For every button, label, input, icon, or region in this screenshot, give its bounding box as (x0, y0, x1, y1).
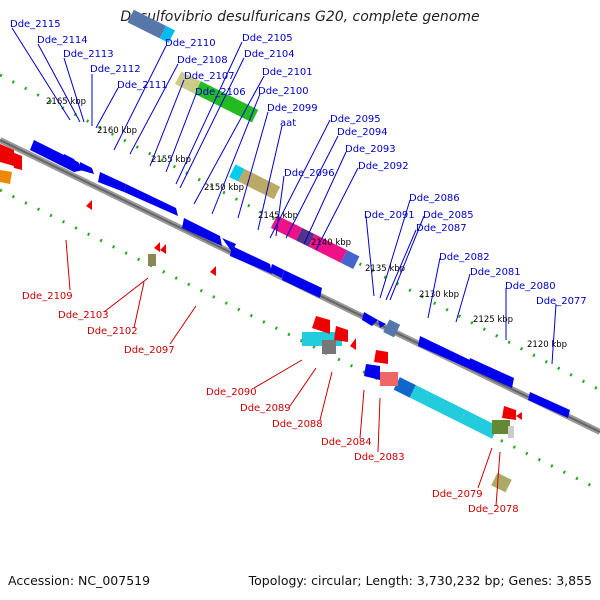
feature-block (491, 472, 512, 493)
feature-block (409, 385, 467, 423)
gene-label: Dde_2092 (358, 161, 409, 172)
scale-labels: 2165 kbp 2160 kbp 2155 kbp 2150 kbp 2145… (46, 97, 567, 350)
scale-label: 2145 kbp (258, 211, 298, 221)
scale-label: 2135 kbp (365, 264, 405, 274)
gene-label: Dde_2110 (165, 38, 216, 49)
reverse-arrow (364, 364, 380, 380)
top-gene-labels: Dde_2115 Dde_2114 Dde_2113 Dde_2112 Dde_… (10, 19, 587, 307)
gene-label: Dde_2078 (468, 504, 519, 515)
gene-label: Dde_2082 (439, 252, 490, 263)
scale-label: 2160 kbp (97, 126, 137, 136)
reverse-arrow (312, 316, 330, 334)
gene-label: Dde_2091 (364, 210, 415, 221)
gene-label: Dde_2099 (267, 103, 318, 114)
feature-block (295, 227, 315, 247)
gene-label: Dde_2083 (354, 452, 405, 463)
gene-label: Dde_2114 (37, 35, 88, 46)
gene-label: Dde_2088 (272, 419, 323, 430)
gene-label: Dde_2101 (262, 67, 313, 78)
feature-block (380, 372, 398, 386)
gene-label: Dde_2090 (206, 387, 257, 398)
feature-block (159, 25, 175, 43)
feature-block (174, 71, 201, 94)
gene-label: Dde_2115 (10, 19, 61, 30)
reverse-arrow (516, 412, 522, 420)
reverse-arrow (86, 200, 92, 210)
gene-label: Dde_2108 (177, 55, 228, 66)
scale-label: 2120 kbp (527, 340, 567, 350)
gene-label: Dde_2094 (337, 127, 388, 138)
feature-block (148, 254, 156, 266)
gene-label: Dde_2087 (416, 223, 467, 234)
gene-label: Dde_2095 (330, 114, 381, 125)
gene-label: Dde_2100 (258, 86, 309, 97)
feature-block (459, 410, 499, 439)
feature-block (340, 250, 360, 269)
feature-block (492, 420, 510, 434)
feature-block (229, 164, 245, 182)
feature-block (308, 234, 347, 263)
gene-label: Dde_2097 (124, 345, 175, 356)
gene-label: Dde_2081 (470, 267, 521, 278)
gene-label: Dde_2077 (536, 296, 587, 307)
gene-label: Dde_2084 (321, 437, 372, 448)
gene-label: Dde_2089 (240, 403, 291, 414)
scale-label: 2130 kbp (419, 290, 459, 300)
gene-label: Dde_2085 (423, 210, 474, 221)
gene-label: Dde_2086 (409, 193, 460, 204)
feature-block (322, 340, 336, 354)
accession-text: Accession: NC_007519 (8, 573, 151, 588)
feature-block (238, 168, 281, 200)
gene-label: Dde_2105 (242, 33, 293, 44)
gene-label: Dde_2096 (284, 168, 335, 179)
reverse-features (0, 144, 522, 438)
gene-label: aat (280, 118, 296, 129)
scale-label: 2125 kbp (473, 315, 513, 325)
forward-arrows (30, 140, 570, 418)
map-title: Desulfovibrio desulfuricans G20, complet… (120, 9, 480, 25)
bottom-leader-lines (65, 239, 501, 507)
gene-label: Dde_2112 (90, 64, 141, 75)
feature-block (393, 377, 416, 398)
gene-label: Dde_2106 (195, 87, 246, 98)
scale-label: 2150 kbp (204, 183, 244, 193)
feature-block (127, 9, 166, 39)
top-leader-lines (11, 27, 557, 365)
forward-features (127, 9, 512, 493)
scale-label: 2140 kbp (311, 238, 351, 248)
reverse-arrow (350, 338, 356, 350)
scale-track-upper (0, 73, 600, 392)
gene-label: Dde_2113 (63, 49, 114, 60)
scale-label: 2165 kbp (46, 97, 86, 107)
gene-label: Dde_2111 (117, 80, 168, 91)
reverse-arrow (12, 152, 22, 170)
gene-label: Dde_2109 (22, 291, 73, 302)
reverse-arrow (502, 406, 516, 420)
feature-block (194, 81, 259, 123)
feature-block (383, 319, 401, 338)
reverse-arrow (154, 242, 160, 252)
gene-label: Dde_2093 (345, 144, 396, 155)
gene-label: Dde_2079 (432, 489, 483, 500)
gene-label: Dde_2103 (58, 310, 109, 321)
reverse-arrow (0, 144, 14, 166)
gene-label: Dde_2080 (505, 281, 556, 292)
reverse-arrow (334, 326, 348, 342)
reverse-arrow (210, 266, 216, 276)
genome-summary: Topology: circular; Length: 3,730,232 bp… (248, 573, 592, 588)
gene-label: Dde_2104 (244, 49, 295, 60)
bottom-gene-labels: Dde_2109 Dde_2103 Dde_2102 Dde_2097 Dde_… (22, 291, 519, 515)
reverse-arrow (374, 350, 388, 364)
reverse-arrow (160, 244, 166, 254)
gene-label: Dde_2107 (184, 71, 235, 82)
gene-label: Dde_2102 (87, 326, 138, 337)
reverse-arrow (0, 170, 12, 184)
feature-block (508, 426, 514, 438)
